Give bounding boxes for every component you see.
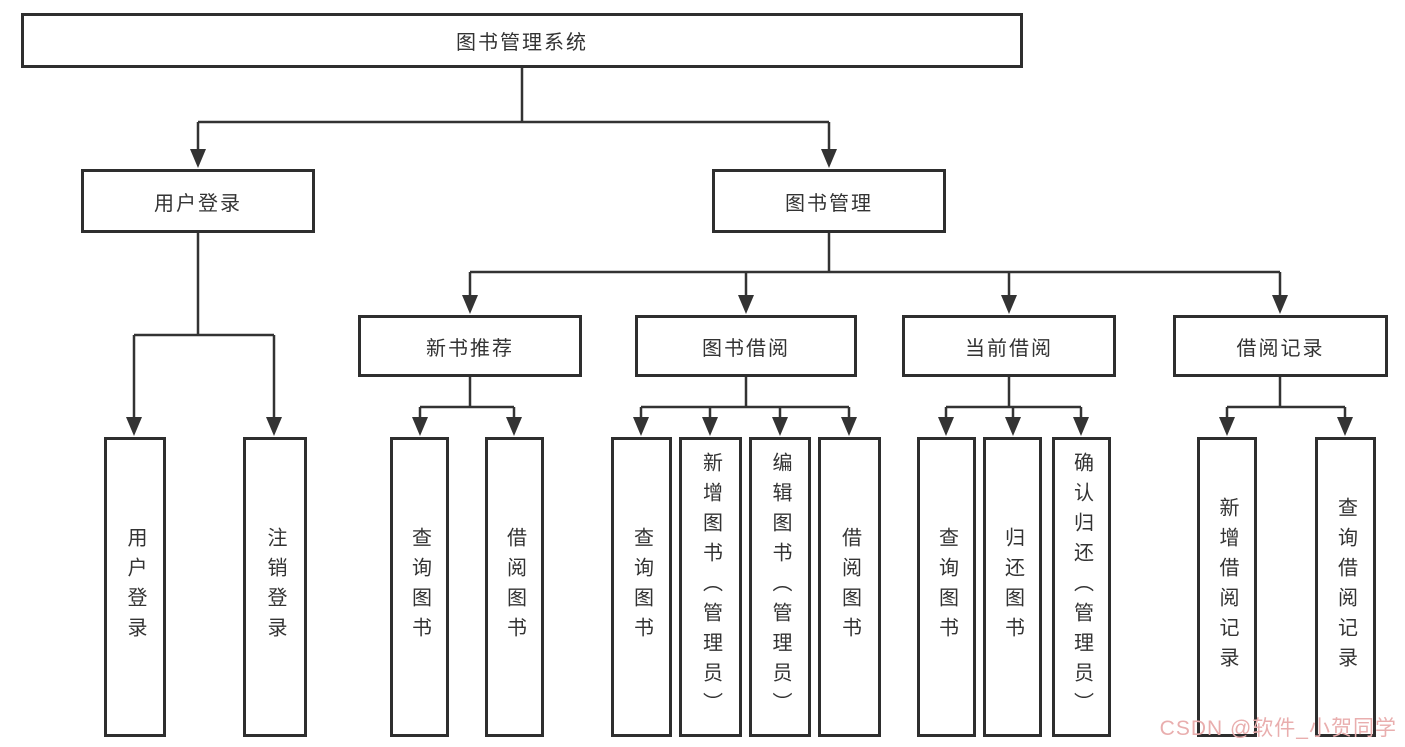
leaf-user-login: 用户登录	[104, 437, 166, 737]
node-book-management: 图书管理	[712, 169, 946, 233]
leaf-query-books-recommend: 查询图书	[390, 437, 449, 737]
leaf-query-books-current: 查询图书	[917, 437, 976, 737]
leaf-label: 归还图书	[1001, 527, 1024, 647]
leaf-label: 确认归还（管理员）	[1070, 452, 1093, 722]
leaf-label: 查询图书	[408, 527, 431, 647]
leaf-query-borrow-record: 查询借阅记录	[1315, 437, 1376, 737]
node-new-book-recommendation: 新书推荐	[358, 315, 582, 377]
tree-edges	[132, 68, 1347, 418]
leaf-label: 注销登录	[264, 527, 286, 647]
arrowhead-icons	[126, 149, 1353, 436]
leaf-logout: 注销登录	[243, 437, 307, 737]
leaf-label: 查询图书	[935, 527, 958, 647]
leaf-borrow-books: 借阅图书	[818, 437, 881, 737]
node-current-borrowing: 当前借阅	[902, 315, 1116, 377]
leaf-label: 借阅图书	[838, 527, 861, 647]
leaf-query-books-borrow: 查询图书	[611, 437, 672, 737]
leaf-label: 查询借阅记录	[1334, 497, 1357, 677]
csdn-watermark: CSDN @软件_小贺同学	[1159, 717, 1397, 740]
leaf-label: 查询图书	[630, 527, 653, 647]
leaf-add-books-admin: 新增图书（管理员）	[679, 437, 742, 737]
leaf-add-borrow-record: 新增借阅记录	[1197, 437, 1257, 737]
leaf-label: 借阅图书	[503, 527, 526, 647]
leaf-label: 编辑图书（管理员）	[769, 452, 791, 722]
leaf-confirm-return-admin: 确认归还（管理员）	[1052, 437, 1111, 737]
node-borrowing-records: 借阅记录	[1173, 315, 1388, 377]
leaf-borrow-books-recommend: 借阅图书	[485, 437, 544, 737]
leaf-label: 新增图书（管理员）	[699, 452, 722, 722]
leaf-return-books: 归还图书	[983, 437, 1042, 737]
leaf-label: 新增借阅记录	[1216, 497, 1238, 677]
leaf-edit-books-admin: 编辑图书（管理员）	[749, 437, 811, 737]
node-library-management-system: 图书管理系统	[21, 13, 1023, 68]
node-user-login: 用户登录	[81, 169, 315, 233]
leaf-label: 用户登录	[124, 527, 146, 647]
node-book-borrowing: 图书借阅	[635, 315, 857, 377]
